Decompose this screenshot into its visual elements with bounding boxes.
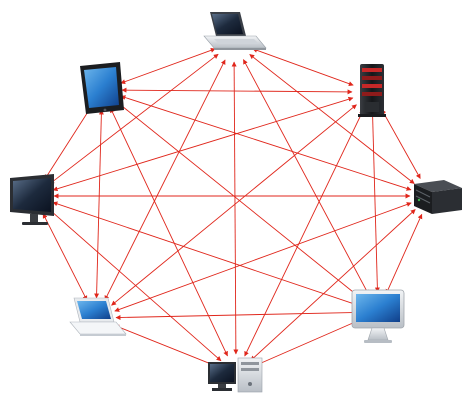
connection-arrow bbox=[115, 310, 359, 320]
laptop-icon bbox=[203, 12, 267, 50]
connection-arrow bbox=[114, 324, 218, 368]
connection-arrow bbox=[231, 61, 239, 355]
connection-arrow bbox=[244, 109, 364, 357]
server-tower-icon bbox=[358, 64, 386, 117]
network-nodes bbox=[10, 12, 462, 393]
connection-arrow bbox=[250, 209, 416, 361]
tablet-icon bbox=[80, 62, 124, 114]
monitor-icon bbox=[10, 174, 54, 225]
connection-arrow bbox=[44, 106, 92, 180]
connection-arrow bbox=[243, 59, 369, 295]
connection-arrow bbox=[370, 111, 380, 293]
imac-icon bbox=[351, 289, 405, 343]
connection-arrow bbox=[104, 59, 226, 301]
connection-arrow bbox=[252, 47, 354, 87]
connection-arrow bbox=[121, 87, 353, 95]
connection-arrow bbox=[48, 208, 222, 362]
desktop-pc-icon bbox=[208, 357, 263, 393]
connection-lines bbox=[42, 47, 423, 368]
connection-arrow bbox=[94, 109, 104, 299]
connection-arrow bbox=[253, 319, 361, 367]
connection-arrow bbox=[381, 109, 421, 179]
connection-arrow bbox=[42, 213, 88, 301]
connection-arrow bbox=[110, 107, 228, 357]
macbook-icon bbox=[69, 297, 127, 336]
connection-arrow bbox=[385, 213, 423, 295]
connection-arrow bbox=[120, 47, 216, 85]
rack-server-icon bbox=[414, 180, 462, 214]
